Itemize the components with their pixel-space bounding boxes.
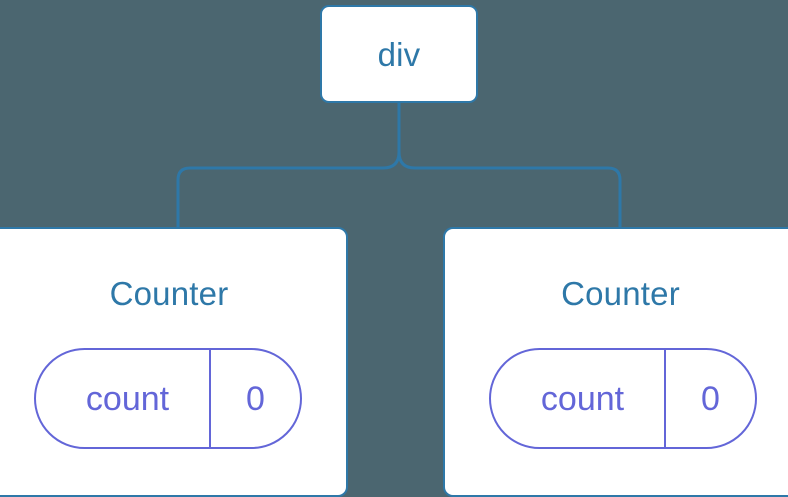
component-card-counter-1[interactable]: Counter count 0	[0, 227, 348, 497]
component-title: Counter	[109, 275, 229, 312]
component-card-counter-2[interactable]: Counter count 0	[443, 227, 788, 497]
state-key: count	[85, 379, 170, 418]
state-key: count	[540, 379, 625, 418]
state-value: 0	[664, 350, 755, 447]
state-pill[interactable]: count 0	[489, 348, 757, 449]
root-node-label: div	[377, 35, 421, 73]
state-pill[interactable]: count 0	[34, 348, 302, 449]
state-value: 0	[209, 350, 300, 447]
component-title: Counter	[561, 275, 680, 312]
root-node-div[interactable]: div	[320, 5, 478, 103]
